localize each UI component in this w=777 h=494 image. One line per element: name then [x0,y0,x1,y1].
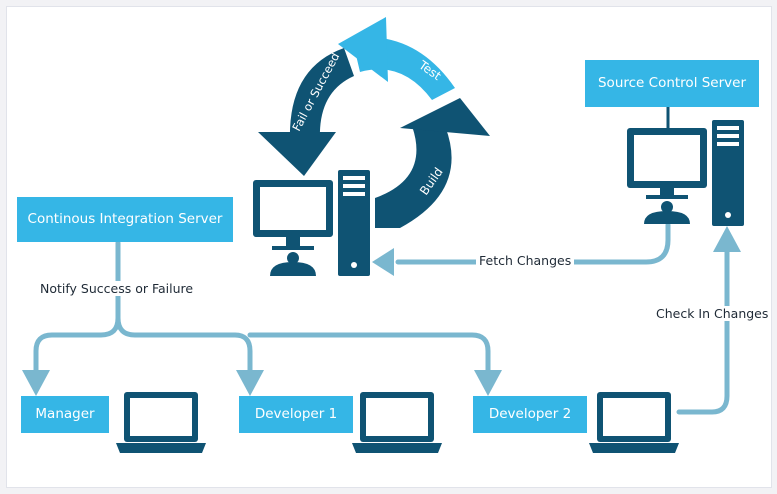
manager-arrowhead [22,370,50,396]
developer2-arrowhead [474,370,502,396]
ci-tower-icon [338,170,370,276]
developer1-arrowhead [236,370,264,396]
developer2-laptop-icon [589,392,679,453]
developer1-laptop-icon [352,392,442,453]
fetch-changes-connector [395,222,671,265]
manager-laptop-icon [116,392,206,453]
cycle-arrow-icon [258,17,490,228]
fetch-changes-label: Fetch Changes [476,253,575,268]
check-in-connector [676,249,730,415]
ci-server-box: Continous Integration Server [17,197,233,242]
source-control-box: Source Control Server [585,60,759,107]
developer2-box: Developer 2 [473,396,587,433]
check-in-label: Check In Changes [653,306,772,321]
source-tower-icon [712,120,744,226]
manager-box: Manager [21,396,109,433]
check-in-arrowhead [713,226,741,252]
notify-connector-branch-2 [247,332,491,373]
developer1-box: Developer 1 [239,396,353,433]
source-desktop-computer-icon [627,128,707,224]
fetch-arrowhead [372,248,394,276]
notify-connector-branch [115,315,253,373]
notify-connector-trunk [33,240,121,373]
ci-desktop-computer-icon [253,180,333,276]
notify-label: Notify Success or Failure [37,281,197,296]
